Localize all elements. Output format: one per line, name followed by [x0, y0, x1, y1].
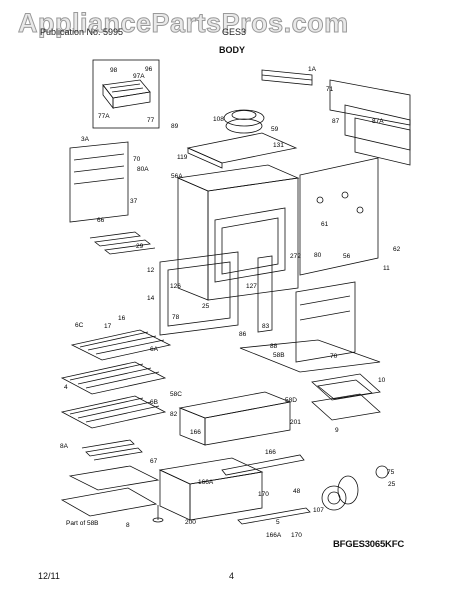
- part-label: 75: [387, 469, 395, 476]
- page-number: 4: [229, 571, 235, 581]
- footer-date: 12/11: [38, 571, 60, 581]
- element-8A: [81, 439, 143, 461]
- rack-6A: [70, 329, 172, 361]
- part-label: 56A: [171, 173, 183, 180]
- section-title: BODY: [218, 45, 245, 55]
- rack-4: [60, 361, 167, 395]
- rear-panel: [299, 157, 379, 276]
- part-label: 8: [126, 522, 130, 529]
- part-label: 80: [314, 252, 322, 259]
- slides-166: [221, 454, 311, 525]
- watermark-logo: AppliancePartsPros.com: [18, 8, 349, 39]
- part-label: 11: [383, 265, 390, 272]
- part-label: 170: [291, 532, 302, 539]
- part-label: 166A: [266, 532, 282, 539]
- part-label: 166A: [198, 479, 214, 486]
- part-label: 16: [118, 315, 126, 322]
- part-label: 88: [270, 343, 278, 350]
- side-panel-71: [329, 79, 411, 166]
- part-label: 62: [393, 246, 401, 253]
- back-panel-70: [295, 281, 356, 363]
- part-label: 96: [145, 66, 153, 73]
- part-label: 70: [133, 156, 141, 163]
- part-label: 12: [147, 267, 155, 274]
- part-label: 70: [330, 353, 338, 360]
- part-label: 87: [332, 118, 340, 125]
- part-label: 56: [343, 253, 351, 260]
- inset-box: [92, 59, 160, 129]
- part-label: 170: [258, 491, 269, 498]
- part-label: 97A: [133, 73, 145, 80]
- part-label: 58B: [273, 352, 285, 359]
- part-label: 5: [276, 519, 280, 526]
- part-label: 8A: [60, 443, 68, 450]
- part-label: 37: [130, 198, 138, 205]
- part-label: 127: [246, 283, 257, 290]
- part-label: 126: [170, 283, 181, 290]
- fan-107: [321, 465, 389, 511]
- drawer-assembly: [178, 391, 292, 446]
- burner-108: [223, 109, 265, 134]
- part-label: 6C: [75, 322, 84, 329]
- part-label: 71: [326, 86, 334, 93]
- publication-number: Publication No. 5995: [40, 27, 124, 37]
- part-label: Part of 58B: [66, 520, 99, 527]
- part-label: 107: [313, 507, 324, 514]
- part-label: 59: [271, 126, 279, 133]
- part-label: 87A: [372, 118, 384, 125]
- part-label: 272: [290, 253, 301, 260]
- part-label: 61: [321, 221, 329, 228]
- part-label: 6B: [150, 399, 158, 406]
- door-frame-76: [159, 251, 239, 336]
- part-label: 166: [190, 429, 201, 436]
- part-label: 1A: [308, 66, 316, 73]
- element-66: [89, 231, 156, 255]
- diagram-code: BFGES3065KFC: [333, 539, 404, 550]
- rack-6B: [60, 395, 167, 429]
- part-label: 6A: [150, 346, 158, 353]
- model-number: GES3: [222, 27, 247, 37]
- leveling-leg: [152, 505, 164, 523]
- part-label: 29: [136, 243, 144, 250]
- part-label: 131: [273, 142, 284, 149]
- part-label: 3A: [81, 136, 89, 143]
- part-label: 201: [290, 419, 301, 426]
- part-label: 89: [171, 123, 179, 130]
- part-label: 17: [104, 323, 112, 330]
- part-label: 83: [262, 323, 270, 330]
- part-label: 25: [202, 303, 210, 310]
- part-label: 9: [335, 427, 339, 434]
- oven-body: [176, 164, 300, 301]
- part-label: 80A: [137, 166, 149, 173]
- part-label: 10: [378, 377, 386, 384]
- part-label: 108: [213, 116, 224, 123]
- part-label: 166: [265, 449, 276, 456]
- part-label: 98: [110, 67, 118, 74]
- broiler-pan-10: [311, 373, 381, 421]
- top-panel-1A: [261, 69, 313, 86]
- part-label: 25: [388, 481, 396, 488]
- left-panel-3A: [69, 141, 129, 223]
- part-label: 66: [97, 217, 105, 224]
- part-label: 200: [185, 519, 196, 526]
- part-label: 82: [170, 411, 178, 418]
- part-label: 119: [177, 154, 188, 161]
- part-label: 67: [150, 458, 158, 465]
- tray-58C: [60, 465, 160, 517]
- cover-plate-131: [186, 132, 298, 169]
- part-label: 4: [64, 384, 68, 391]
- part-label: 14: [147, 295, 155, 302]
- part-label: 77: [147, 117, 155, 124]
- exploded-parts-diagram: [60, 59, 411, 525]
- drawer-front-200: [158, 457, 264, 521]
- part-label: 58C: [170, 391, 182, 398]
- part-label: 78: [172, 314, 180, 321]
- panel-83: [257, 255, 273, 333]
- bottom-panel-58B: [239, 339, 381, 373]
- part-label: 77A: [98, 113, 110, 120]
- part-label: 58D: [285, 397, 297, 404]
- part-label: 48: [293, 488, 301, 495]
- part-label: 86: [239, 331, 247, 338]
